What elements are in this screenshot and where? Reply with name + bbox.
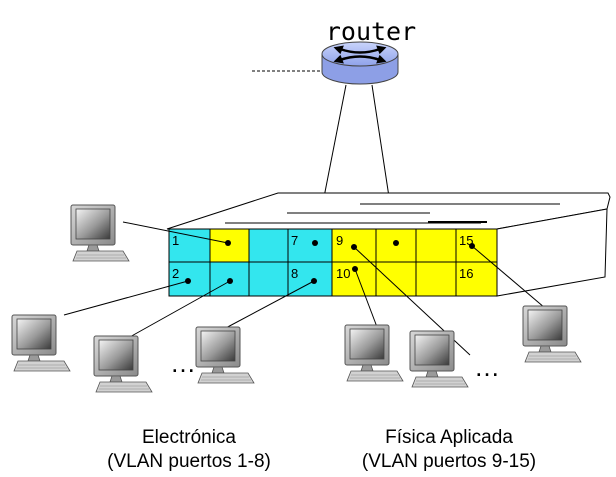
switch: [166, 192, 611, 297]
computer-icon: [522, 305, 582, 363]
computer-icon: [70, 204, 130, 262]
ellipsis-fisica: …: [474, 352, 500, 382]
router: [252, 41, 399, 85]
computer-icon: [344, 324, 404, 382]
port-8-label: 8: [291, 266, 298, 281]
port-7-label: 7: [291, 233, 298, 248]
computer-icon: [93, 335, 153, 393]
computer-icon: [409, 330, 469, 388]
host-cables: [63, 221, 546, 356]
port-16-label: 16: [459, 266, 473, 281]
group-electronica-name: Electrónica: [142, 427, 236, 448]
port-1-label: 1: [172, 233, 179, 248]
group-fisica-detail: (VLAN puertos 9-15): [362, 451, 536, 472]
group-electronica-detail: (VLAN puertos 1-8): [107, 451, 271, 472]
router-arrows-icon: [333, 45, 387, 64]
port-9-label: 9: [336, 233, 343, 248]
port-connection-dots: [185, 240, 475, 284]
computer-icon: [195, 326, 255, 384]
group-fisica-name: Física Aplicada: [385, 427, 513, 448]
computer-icon: [11, 314, 71, 372]
port-2-label: 2: [172, 266, 179, 281]
ellipsis-electronica: …: [170, 348, 196, 378]
router-label: router: [326, 17, 416, 46]
port-10-label: 10: [336, 266, 350, 281]
